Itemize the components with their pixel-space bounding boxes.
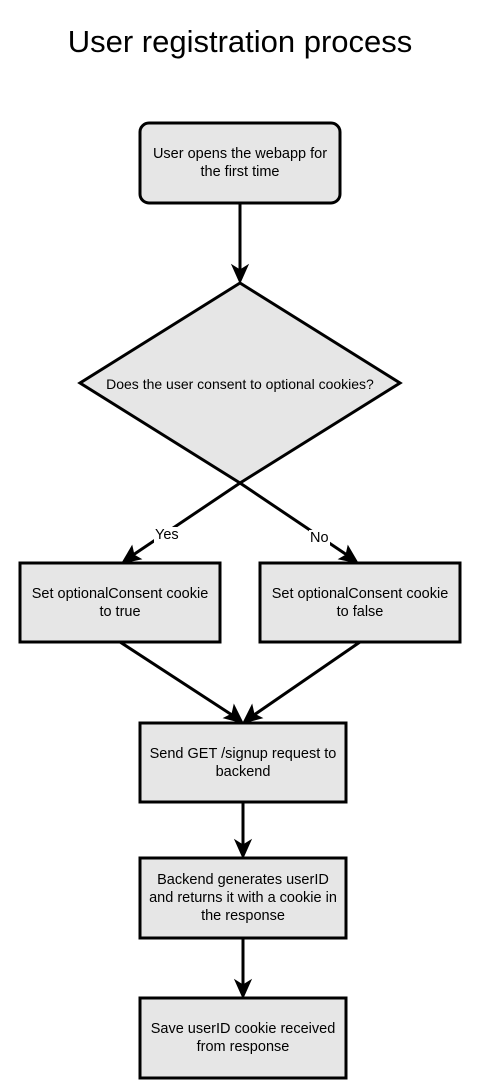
node-start-label: User opens the webapp for the first time [152, 146, 328, 180]
node-set-true-label: Set optionalConsent cookie to true [31, 585, 209, 620]
node-backend-generates-shape [138, 856, 348, 940]
node-backend-generates-label: Backend generates userID and returns it … [149, 872, 337, 924]
node-save-cookie-label: Save userID cookie received from respons… [150, 1021, 336, 1055]
arrowhead-send-left [222, 703, 244, 724]
edge-label-no: No [309, 530, 330, 546]
arrowhead-set-true [120, 544, 143, 564]
diagram-title: User registration process [67, 24, 413, 59]
edge-set-true-to-send [119, 640, 233, 717]
arrowhead-backend [233, 838, 253, 860]
arrowhead-set-false [337, 544, 360, 564]
node-save-cookie-shape [138, 996, 348, 1080]
arrowhead-send-right [242, 703, 264, 724]
edge-set-false-to-send [253, 640, 361, 717]
arrowhead-decision [230, 263, 250, 285]
node-decision-label: Does the user consent to optional cookie… [106, 376, 374, 392]
arrowhead-save [233, 978, 253, 1000]
edge-decision-to-set-true [132, 481, 241, 557]
node-send-signup-label: Send GET /signup request to backend [149, 745, 337, 780]
node-set-false-label: Set optionalConsent cookie to false [271, 585, 449, 620]
node-set-false-shape [258, 561, 462, 644]
edge-decision-to-set-false [239, 481, 348, 557]
edge-label-yes: Yes [154, 527, 180, 543]
